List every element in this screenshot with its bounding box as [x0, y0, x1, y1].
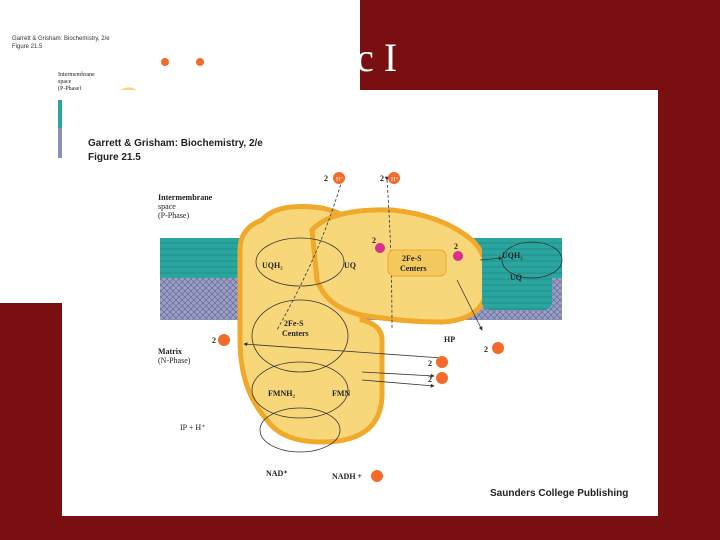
- label-proton-1: H⁺: [336, 176, 344, 183]
- electron-right-icon: [453, 251, 463, 261]
- slide-title: лекс I: [300, 35, 398, 80]
- label-electron-two-left: 2: [372, 236, 376, 245]
- proton-matrix-icon: [218, 334, 230, 346]
- fmn-cycle: [251, 361, 349, 419]
- proton-top-right-icon: [388, 172, 400, 184]
- label-matrix-1: Matrix: [158, 347, 182, 356]
- label-two-hp: 2: [484, 345, 488, 354]
- proton-path-1: [276, 176, 345, 331]
- label-matrix-2: (N-Phase): [158, 356, 191, 365]
- back-proton-2: [196, 58, 204, 66]
- label-nadh: NADH +: [332, 472, 363, 481]
- proton-out-1: [361, 371, 435, 378]
- proton-nadh-icon: [371, 470, 383, 482]
- label-intermembrane-3: (P-Phase): [158, 211, 189, 220]
- hp-arrow: [456, 279, 483, 331]
- back-label-2: space: [58, 79, 72, 85]
- back-label-1: Intermembrane: [58, 72, 95, 78]
- back-figure-caption-2: Figure 21.5: [12, 44, 43, 50]
- label-nad: NAD⁺: [266, 469, 288, 478]
- label-proton-2: H⁺: [391, 176, 399, 183]
- label-fes-top-2: Centers: [400, 264, 427, 273]
- figure-caption-1: Garrett & Grisham: Biochemistry, 2/e: [88, 138, 263, 149]
- proton-top-left-icon: [333, 172, 345, 184]
- label-two-1: 2: [324, 174, 328, 183]
- proton-out-2-icon: [436, 372, 448, 384]
- label-intermembrane-2: space: [158, 202, 176, 211]
- label-hp: HP: [444, 335, 455, 344]
- proton-hp-icon: [492, 342, 504, 354]
- label-two-out-1: 2: [428, 359, 432, 368]
- complex-i-figure: Garrett & Grisham: Biochemistry, 2/e Fig…: [62, 90, 658, 516]
- complex-i-diagram: Intermembrane space (P-Phase) Matrix (N-…: [158, 172, 563, 482]
- electron-transfer-right: [479, 256, 503, 261]
- fes-cycle: [251, 299, 349, 373]
- label-uq-right: UQ: [510, 273, 522, 282]
- back-label-3: (P-Phase): [58, 85, 81, 92]
- proton-out-1-icon: [436, 356, 448, 368]
- label-electron-two-right: 2: [454, 242, 458, 251]
- nad-cycle: [259, 407, 341, 453]
- label-uqh2-right: UQH₂: [502, 251, 523, 260]
- back-proton-1: [161, 58, 169, 66]
- label-ip-hp: IP + H⁺: [180, 423, 205, 432]
- label-two-matrix: 2: [212, 336, 216, 345]
- label-fmn: FMN: [332, 389, 350, 398]
- figure-caption-2: Figure 21.5: [88, 152, 141, 163]
- electron-left-icon: [375, 243, 385, 253]
- label-fes-top-1: 2Fe-S: [402, 254, 422, 263]
- publisher-credit: Saunders College Publishing: [490, 488, 629, 499]
- back-figure-caption-1: Garrett & Grisham: Biochemistry, 2/e: [12, 36, 110, 42]
- label-fes-mid-2: Centers: [282, 329, 309, 338]
- fes-centers-top-box: [387, 249, 447, 277]
- electron-path: [243, 342, 443, 359]
- label-fmnh2: FMNH₂: [268, 389, 295, 398]
- quinone-cycle-left: [255, 237, 345, 287]
- label-uq-left: UQ: [344, 261, 356, 270]
- proton-out-2: [361, 379, 435, 388]
- label-two-out-2: 2: [428, 375, 432, 384]
- label-fes-mid-1: 2Fe-S: [284, 319, 304, 328]
- label-two-2: 2: [380, 174, 384, 183]
- label-uqh2-left: UQH₂: [262, 261, 283, 270]
- label-intermembrane-1: Intermembrane: [158, 193, 213, 202]
